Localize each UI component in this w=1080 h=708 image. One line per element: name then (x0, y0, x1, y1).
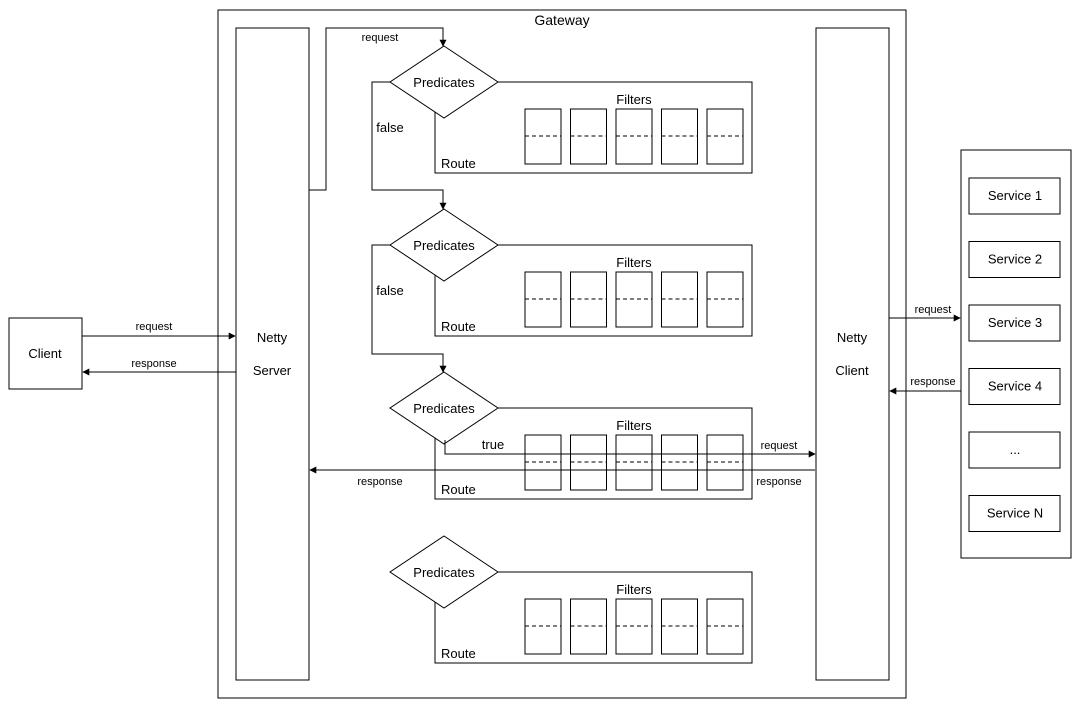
false-arrow-1 (371, 81, 447, 210)
predicates-label: Predicates (413, 75, 475, 90)
client-box (8, 317, 83, 390)
route-request-label: request (761, 440, 798, 452)
service-label: Service 3 (988, 315, 1042, 330)
service-response-label: response (910, 376, 955, 388)
route-label: Route (441, 482, 476, 497)
route-label: Route (441, 646, 476, 661)
services-container (960, 149, 1072, 559)
server-request-label: request (362, 32, 399, 44)
service-label: Service 1 (988, 188, 1042, 203)
true-request-arrow (444, 440, 816, 458)
filters-label: Filters (616, 92, 652, 107)
client-label: Client (28, 346, 62, 361)
predicates-diamond (389, 45, 499, 119)
service-label: Service 2 (988, 252, 1042, 267)
server-to-predicates-arrow (309, 27, 447, 191)
false-label-1: false (376, 120, 403, 135)
client-request-label: request (136, 321, 173, 333)
netty-server-label-1: Netty (257, 330, 288, 345)
filters-label: Filters (616, 582, 652, 597)
predicates-diamond (389, 208, 499, 282)
route-label: Route (441, 319, 476, 334)
service-box (968, 431, 1061, 469)
service-box (968, 495, 1061, 532)
service-box (968, 368, 1061, 405)
predicates-diamond (389, 371, 499, 445)
client-response-label: response (131, 358, 176, 370)
predicates-label: Predicates (413, 401, 475, 416)
false-arrow-2 (371, 244, 447, 373)
service-request-label: request (915, 304, 952, 316)
services-layer: Service 1 Service 2 Service 3 Service 4... S… (968, 177, 1061, 532)
server-response-label: response (357, 476, 402, 488)
service-box (968, 177, 1061, 215)
netty-client-label-2: Client (835, 363, 869, 378)
service-label: Service 4 (988, 379, 1042, 394)
filters-label: Filters (616, 255, 652, 270)
gateway-title: Gateway (534, 12, 589, 28)
service-box (968, 241, 1061, 278)
netty-client-label-1: Netty (837, 330, 868, 345)
client-side-response-label: response (756, 476, 801, 488)
netty-server-box (235, 27, 310, 681)
predicates-diamond (389, 535, 499, 609)
predicates-label: Predicates (413, 238, 475, 253)
netty-server-label-2: Server (253, 363, 292, 378)
service-label: ... (1010, 442, 1021, 457)
route-label: Route (441, 156, 476, 171)
predicates-label: Predicates (413, 565, 475, 580)
service-label: Service N (987, 506, 1043, 521)
service-box (968, 304, 1061, 342)
filters-label: Filters (616, 418, 652, 433)
true-label: true (482, 437, 504, 452)
netty-client-box (815, 27, 890, 681)
false-label-2: false (376, 283, 403, 298)
